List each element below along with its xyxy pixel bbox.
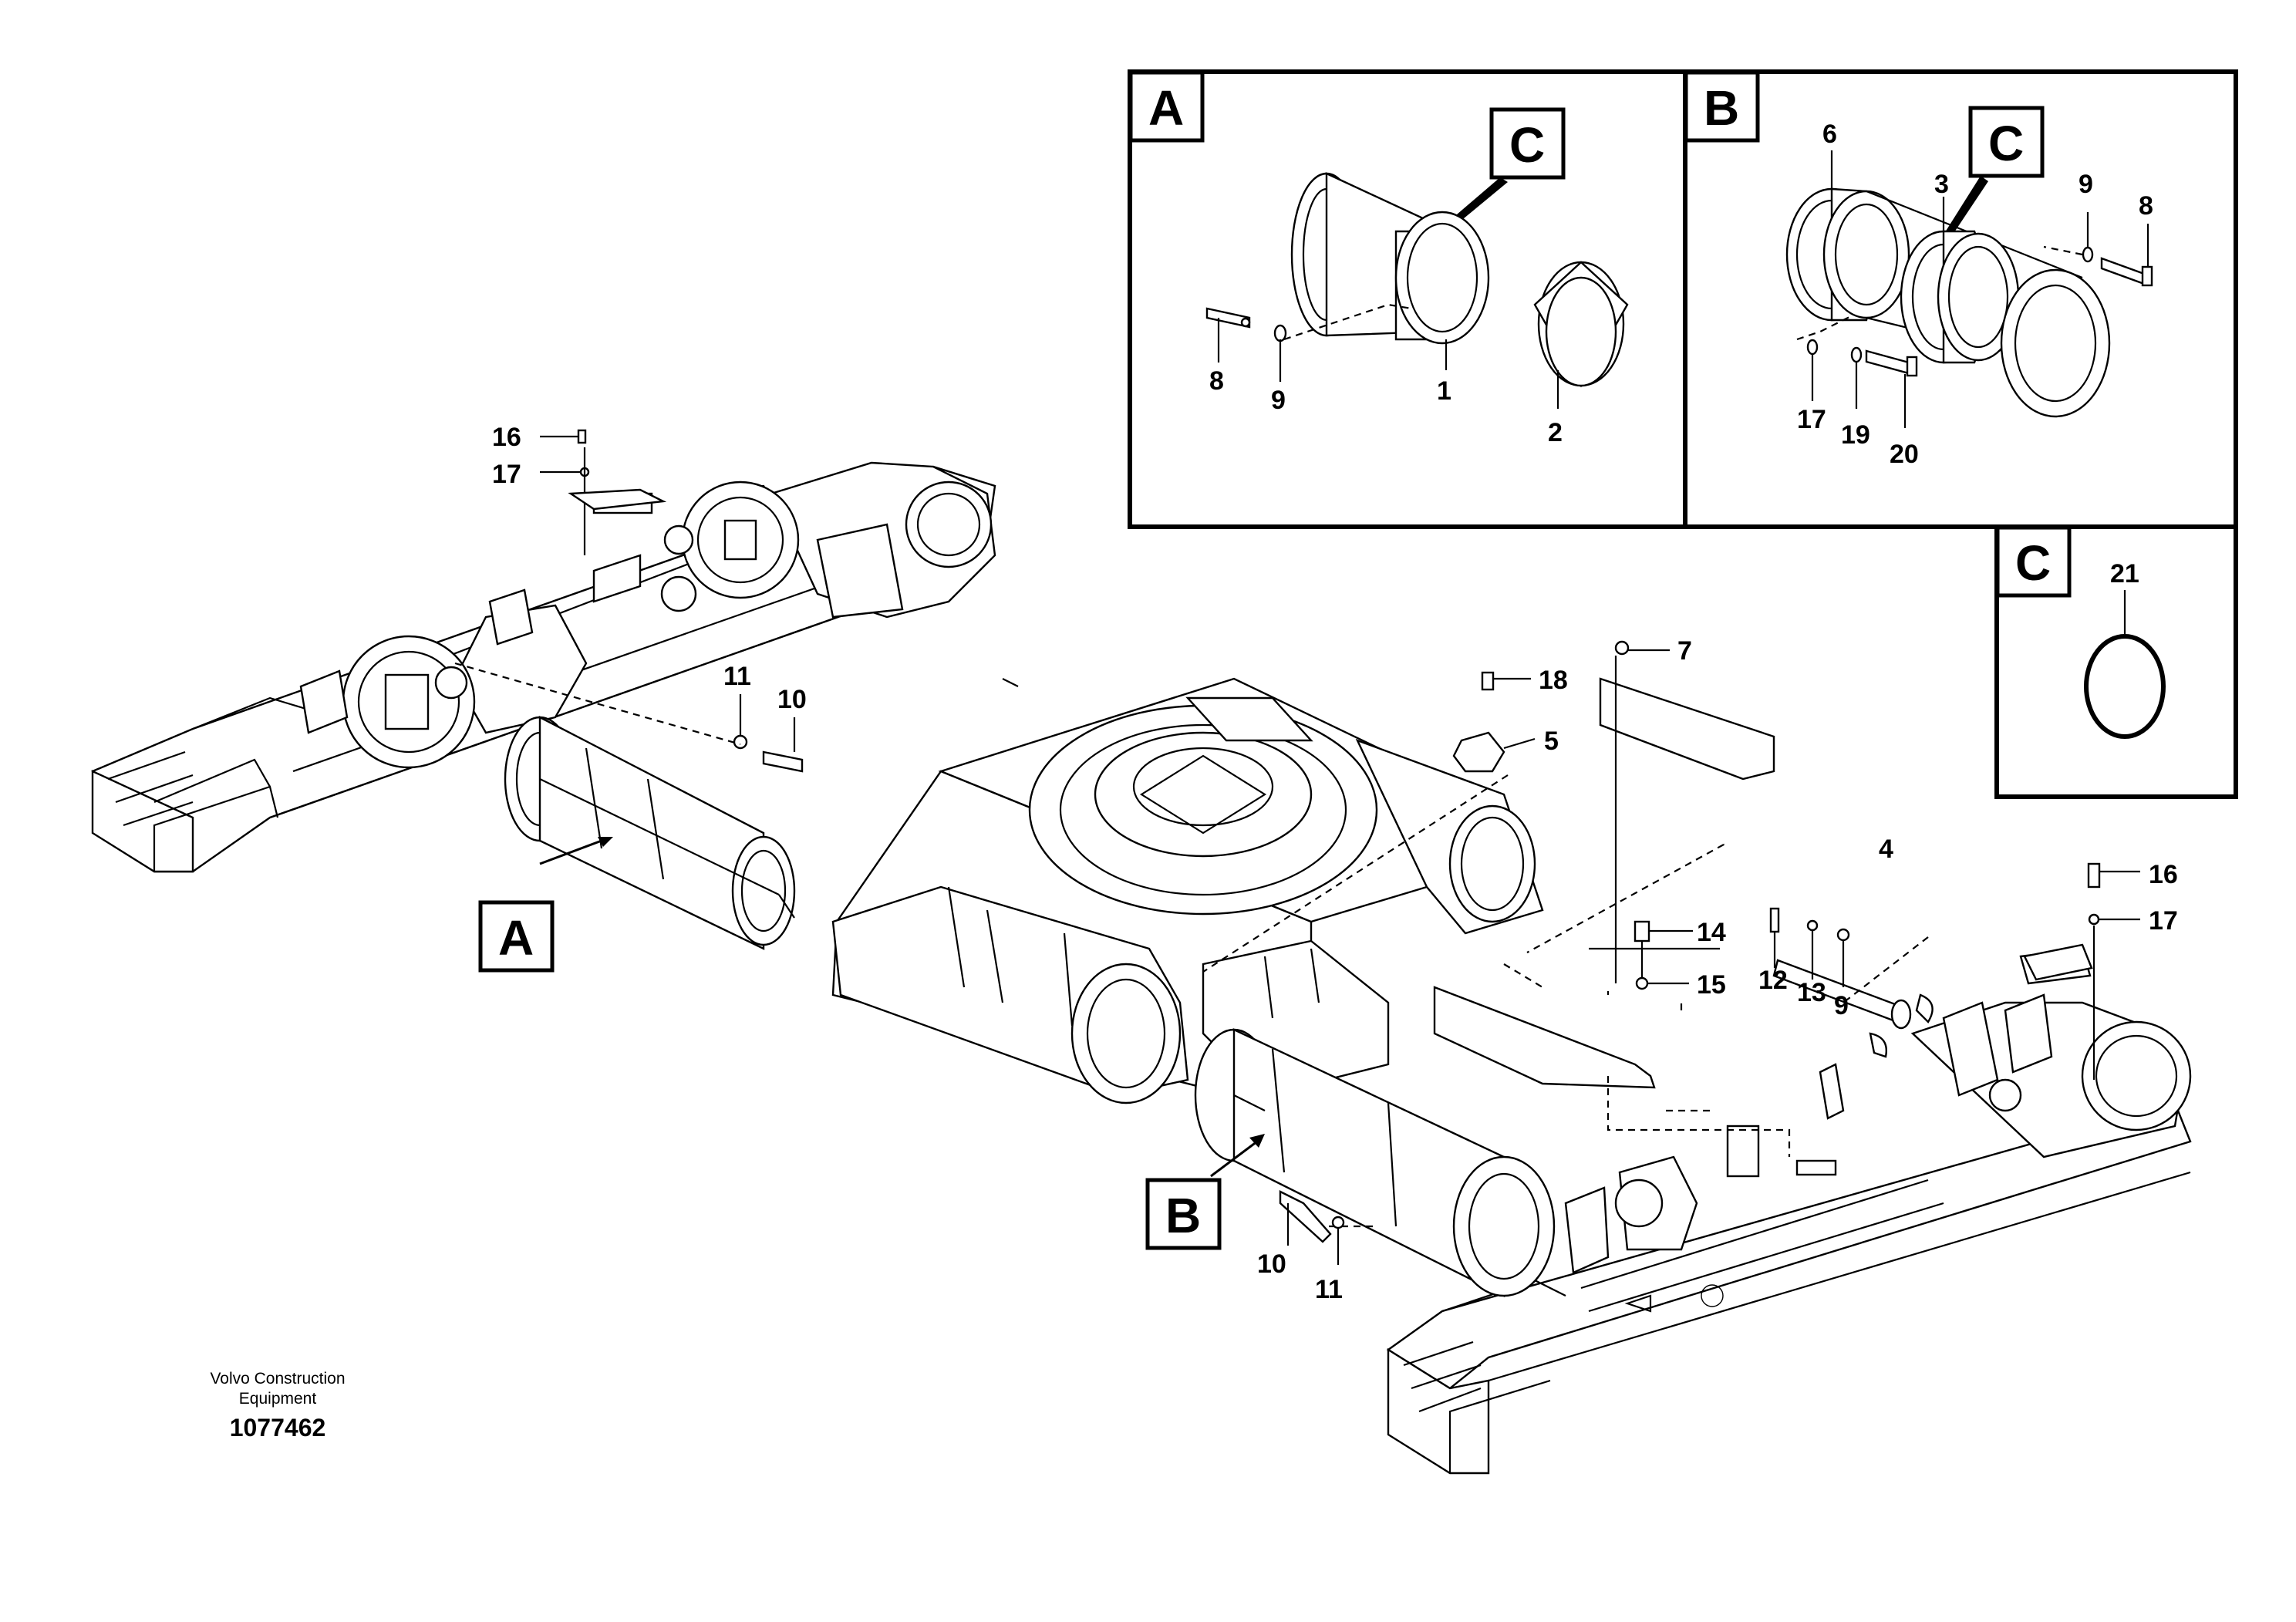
- callout-11-left: 11: [723, 662, 751, 691]
- callout-16-left: 16: [492, 423, 521, 452]
- view-marker-b-letter: B: [1165, 1188, 1201, 1243]
- panel-a-callout-9: 9: [1271, 386, 1286, 415]
- callout-14: 14: [1697, 918, 1726, 947]
- guide-plate: [1599, 677, 1775, 781]
- callout-7: 7: [1677, 636, 1692, 666]
- panel-b-sub-letter: C: [1988, 116, 2024, 171]
- callout-10-left: 10: [777, 685, 807, 714]
- panel-b-callout-8: 8: [2139, 191, 2153, 221]
- detail-panel-a: A C 8 9 1 2: [1128, 69, 1687, 529]
- panel-a-callout-8: 8: [1209, 366, 1224, 396]
- panel-b-callout-17: 17: [1797, 405, 1826, 434]
- callout-11-bottom: 11: [1315, 1275, 1343, 1304]
- solid-leaders: [539, 656, 1720, 1111]
- callout-5: 5: [1544, 727, 1559, 756]
- view-marker-a: A: [478, 837, 613, 973]
- panel-b-callout-19: 19: [1841, 420, 1870, 450]
- hardware-12-13-9: [1769, 907, 1850, 987]
- callout-16-right: 16: [2149, 860, 2178, 889]
- panel-b-callout-20: 20: [1890, 440, 1919, 469]
- view-marker-b: B: [1145, 1134, 1265, 1250]
- brand-line-1: Volvo Construction: [210, 1370, 345, 1388]
- hardware-16-17-right: [2023, 862, 2140, 1080]
- panel-b-letter: B: [1704, 80, 1739, 136]
- drawing-number: 1077462: [230, 1414, 326, 1442]
- panel-c-letter: C: [2015, 535, 2051, 591]
- panel-a-letter: A: [1148, 80, 1184, 136]
- dashed-leaders: [1202, 774, 1929, 1228]
- panel-b-callout-9: 9: [2079, 170, 2093, 199]
- hardware-14-15: [1633, 920, 1693, 990]
- callout-9-main: 9: [1834, 991, 1849, 1020]
- panel-a-callout-2: 2: [1548, 418, 1563, 447]
- panel-a-callout-1: 1: [1437, 376, 1451, 406]
- drawing-footer: Volvo Construction Equipment 1077462: [210, 1370, 345, 1442]
- view-marker-a-letter: A: [498, 910, 534, 966]
- panel-b-callout-3: 3: [1934, 170, 1949, 199]
- callout-18: 18: [1539, 666, 1568, 695]
- hardware-10-11: [454, 662, 804, 773]
- callout-15: 15: [1697, 970, 1726, 1000]
- nut-5: [1452, 731, 1505, 773]
- long-bracket: [1433, 986, 1656, 1089]
- main-callouts: 16 17 11 10 18 7 5 4 16 17 14 15 12 13 9…: [492, 423, 2178, 1304]
- hardware-10-11-bottom: [1279, 1190, 1345, 1265]
- callout-17-right: 17: [2149, 906, 2178, 936]
- hardware-18: [1481, 671, 1531, 691]
- panel-b-callout-6: 6: [1822, 120, 1837, 149]
- callout-12: 12: [1758, 966, 1788, 995]
- o-ring-21: [2084, 634, 2166, 739]
- panel-a-sub-letter: C: [1509, 117, 1545, 173]
- brand-line-2: Equipment: [239, 1390, 317, 1408]
- left-track-frame: [91, 461, 996, 873]
- leader-5: [1503, 737, 1536, 750]
- panel-c-callout-21: 21: [2110, 559, 2139, 588]
- center-frame: [831, 677, 1544, 1104]
- hardware-7: [1614, 640, 1670, 656]
- hardware-16-17-left: [540, 429, 667, 555]
- callout-17-left: 17: [492, 460, 521, 489]
- pin-4: [1772, 959, 1934, 1058]
- pipe-b-assembly: [1194, 1028, 1556, 1297]
- callout-10-bottom: 10: [1257, 1249, 1286, 1279]
- callout-13: 13: [1797, 978, 1826, 1007]
- detail-panel-b: B C 6 3 9 8: [1683, 69, 2238, 529]
- callout-4: 4: [1879, 835, 1893, 864]
- detail-panel-c: C 21: [1994, 524, 2238, 799]
